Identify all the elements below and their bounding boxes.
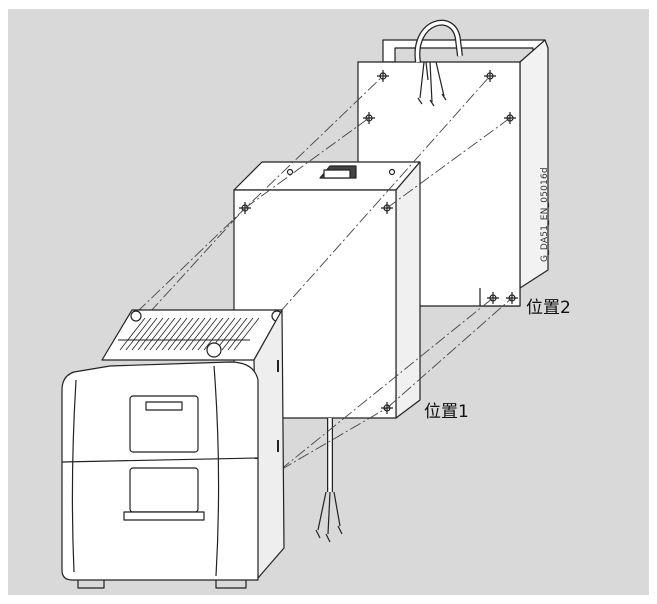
filter1-cable xyxy=(315,418,343,543)
drive-top-vents xyxy=(118,317,260,351)
drive-unit xyxy=(61,309,285,589)
filter2-cable xyxy=(414,19,463,107)
position-2-label: 位置2 xyxy=(526,298,571,318)
filter2-mounting-holes xyxy=(363,70,518,304)
filter-position-2 xyxy=(357,19,549,307)
drawing-code: G_DA51_EN_05016d xyxy=(540,167,550,262)
position-1-label: 位置1 xyxy=(424,402,469,422)
